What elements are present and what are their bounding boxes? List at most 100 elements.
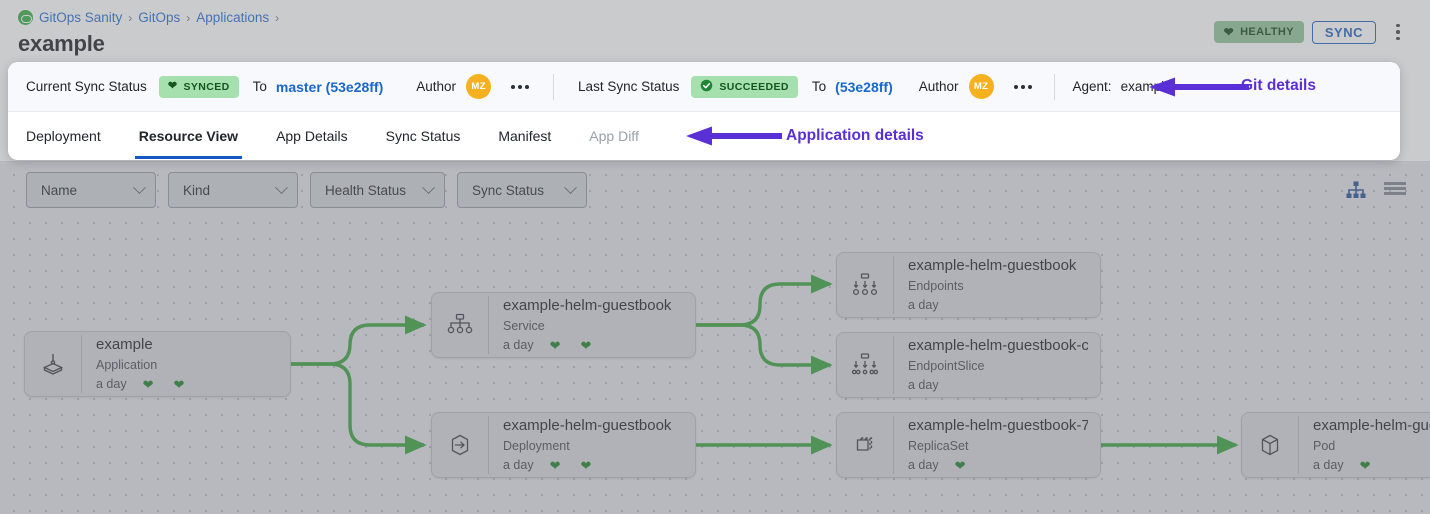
view-mode-toggle (1346, 172, 1406, 208)
current-sync-overflow-icon[interactable] (511, 84, 530, 89)
breadcrumb-item-gitops[interactable]: GitOps (138, 10, 181, 25)
current-to-label: To (252, 79, 267, 94)
tab-manifest[interactable]: Manifest (498, 112, 551, 159)
kebab-menu-icon[interactable] (1388, 20, 1408, 44)
breadcrumb-item-gitops-sanity[interactable]: GitOps Sanity (39, 10, 123, 25)
node-name: example (96, 336, 153, 353)
annotation-git-details: Git details (1241, 77, 1316, 94)
node-info: example-helm-guestbook-ct... EndpointSli… (894, 336, 1088, 394)
node-info: example-helm-guestbook-74... ReplicaSet … (894, 416, 1088, 474)
graph-node-deployment[interactable]: example-helm-guestbook Deployment a day … (431, 412, 696, 478)
graph-edges (291, 274, 1239, 455)
application-details-card: Current Sync Status ❤ SYNCED To master (… (8, 62, 1400, 160)
status-badge-health: ❤ HEALTHY (1213, 21, 1304, 43)
tab-app-diff[interactable]: App Diff (589, 112, 639, 159)
node-info: example-helm-guestbook Endpoints a day (894, 256, 1088, 314)
pod-icon (1242, 413, 1298, 477)
node-age: a day (503, 338, 534, 352)
node-kind: EndpointSlice (908, 359, 985, 373)
filter-health-status[interactable]: Health Status (310, 172, 445, 208)
tab-sync-status[interactable]: Sync Status (386, 112, 461, 159)
breadcrumb: GitOps Sanity › GitOps › Applications › (18, 10, 279, 25)
list-view-icon[interactable] (1384, 181, 1406, 199)
graph-node-pod[interactable]: example-helm-guest Pod a day ❤ (1241, 412, 1430, 478)
graph-node-endpoints[interactable]: example-helm-guestbook Endpoints a day (836, 252, 1101, 318)
node-meta: a day (908, 376, 1088, 394)
node-meta: a day ❤ (1313, 456, 1430, 474)
filter-name[interactable]: Name (26, 172, 156, 208)
sync-heart-icon: ❤ (580, 457, 592, 473)
node-meta: a day ❤ ❤ (503, 336, 683, 354)
graph-toolbar: Name Kind Health Status Sync Status (0, 172, 1430, 216)
graph-node-endpointslice[interactable]: example-helm-guestbook-ct... EndpointSli… (836, 332, 1101, 398)
node-age: a day (503, 458, 534, 472)
endpointslice-icon (837, 333, 893, 397)
tree-view-icon[interactable] (1346, 181, 1366, 199)
filter-sync-status[interactable]: Sync Status (457, 172, 587, 208)
service-icon (432, 293, 488, 357)
last-sync-overflow-icon[interactable] (1013, 84, 1032, 89)
node-name: example-helm-guestbook (503, 417, 672, 434)
filter-sync-status-label: Sync Status (472, 182, 545, 198)
filter-kind-label: Kind (183, 182, 211, 198)
node-kind: Pod (1313, 439, 1336, 453)
application-icon (25, 332, 81, 396)
tab-app-details[interactable]: App Details (276, 112, 348, 159)
sync-heart-icon: ❤ (580, 337, 592, 353)
node-divider (488, 416, 489, 474)
graph-node-service[interactable]: example-helm-guestbook Service a day ❤ ❤ (431, 292, 696, 358)
heart-icon: ❤ (167, 80, 178, 92)
node-age: a day (908, 298, 939, 312)
node-name: example-helm-guestbook (503, 297, 672, 314)
last-author-label: Author (918, 79, 959, 94)
current-sync-badge: ❤ SYNCED (158, 75, 239, 98)
last-sync-badge: SUCCEEDED (691, 75, 798, 98)
current-sync-badge-label: SYNCED (183, 80, 230, 93)
divider (1053, 73, 1055, 100)
node-divider (81, 335, 82, 393)
node-info: example Application a day ❤ ❤ (82, 335, 278, 393)
divider (553, 73, 555, 100)
tab-manifest-label: Manifest (498, 127, 552, 144)
gitops-logo-icon (18, 10, 33, 25)
avatar[interactable]: MZ (466, 74, 492, 99)
last-revision-link[interactable]: (53e28ff) (835, 78, 893, 95)
heart-icon: ❤ (1223, 25, 1235, 39)
node-divider (893, 416, 894, 474)
breadcrumb-separator-icon: › (275, 10, 280, 25)
breadcrumb-item-applications[interactable]: Applications (196, 10, 270, 25)
node-age: a day (908, 458, 939, 472)
node-meta: a day ❤ ❤ (503, 456, 683, 474)
filter-kind[interactable]: Kind (168, 172, 298, 208)
last-sync-status-label: Last Sync Status (578, 79, 680, 94)
chevron-down-icon (422, 180, 435, 194)
agent-label: Agent: (1072, 79, 1112, 94)
node-divider (893, 336, 894, 394)
breadcrumb-separator-icon: › (128, 10, 133, 25)
annotation-application-details: Application details (786, 127, 924, 144)
health-heart-icon: ❤ (142, 376, 154, 392)
chevron-down-icon (133, 180, 146, 194)
page-title: example (18, 31, 105, 56)
chevron-down-icon (564, 180, 577, 194)
health-heart-icon: ❤ (954, 457, 966, 473)
node-name: example-helm-guestbook-74... (908, 417, 1088, 434)
graph-node-replicaset[interactable]: example-helm-guestbook-74... ReplicaSet … (836, 412, 1101, 478)
avatar[interactable]: MZ (968, 74, 994, 99)
check-circle-icon (700, 79, 713, 95)
node-divider (488, 296, 489, 354)
current-author-label: Author (416, 79, 457, 94)
tab-deployment[interactable]: Deployment (26, 112, 101, 159)
annotation-arrow-application-details (686, 126, 782, 146)
tab-resource-view-label: Resource View (138, 127, 239, 144)
tab-resource-view[interactable]: Resource View (134, 112, 243, 159)
graph-node-application[interactable]: example Application a day ❤ ❤ (24, 331, 291, 397)
node-age: a day (908, 378, 939, 392)
node-info: example-helm-guestbook Service a day ❤ ❤ (489, 296, 683, 354)
sync-button[interactable]: SYNC (1311, 21, 1376, 44)
sync-heart-icon: ❤ (173, 376, 185, 392)
current-revision-link[interactable]: master (53e28ff) (275, 78, 384, 95)
sync-status-bar: Current Sync Status ❤ SYNCED To master (… (8, 62, 1400, 112)
filter-name-label: Name (41, 182, 78, 198)
